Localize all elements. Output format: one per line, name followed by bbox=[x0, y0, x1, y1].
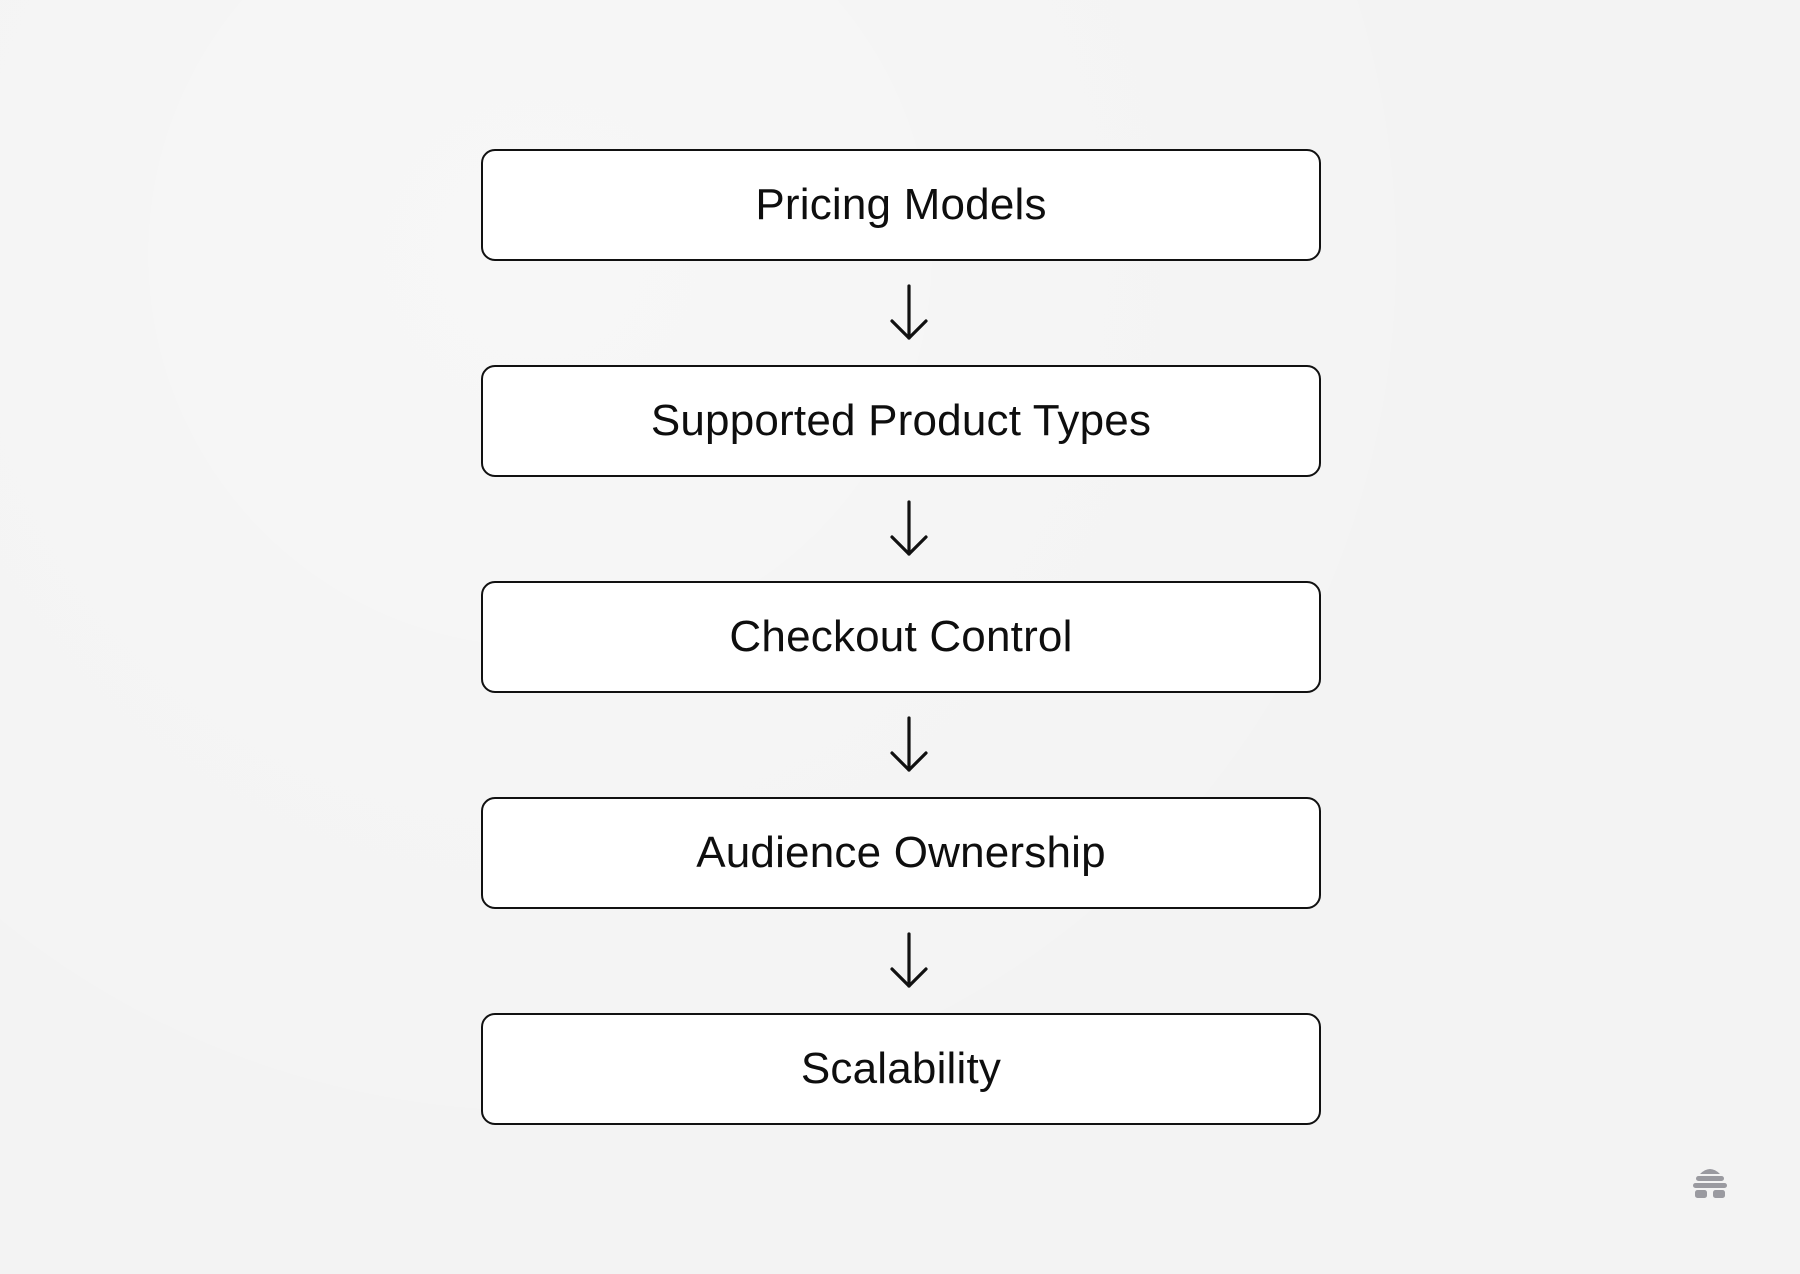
flowchart: Pricing Models Supported Product Types C… bbox=[481, 149, 1321, 1125]
step-label: Audience Ownership bbox=[696, 828, 1106, 877]
step-box-supported-product-types: Supported Product Types bbox=[481, 365, 1321, 477]
arrow-down-icon bbox=[890, 932, 928, 988]
beehive-logo-icon bbox=[1693, 1169, 1727, 1198]
arrow-connector bbox=[481, 477, 1321, 581]
arrow-down-icon bbox=[890, 500, 928, 556]
arrow-connector bbox=[481, 909, 1321, 1013]
step-box-audience-ownership: Audience Ownership bbox=[481, 797, 1321, 909]
step-label: Scalability bbox=[800, 1044, 1002, 1093]
step-box-scalability: Scalability bbox=[481, 1013, 1321, 1125]
arrow-down-icon bbox=[890, 284, 928, 340]
step-label: Pricing Models bbox=[755, 180, 1047, 229]
step-box-checkout-control: Checkout Control bbox=[481, 581, 1321, 693]
step-box-pricing-models: Pricing Models bbox=[481, 149, 1321, 261]
step-label: Checkout Control bbox=[729, 612, 1073, 661]
arrow-connector bbox=[481, 261, 1321, 365]
arrow-down-icon bbox=[890, 716, 928, 772]
arrow-connector bbox=[481, 693, 1321, 797]
step-label: Supported Product Types bbox=[650, 396, 1152, 445]
